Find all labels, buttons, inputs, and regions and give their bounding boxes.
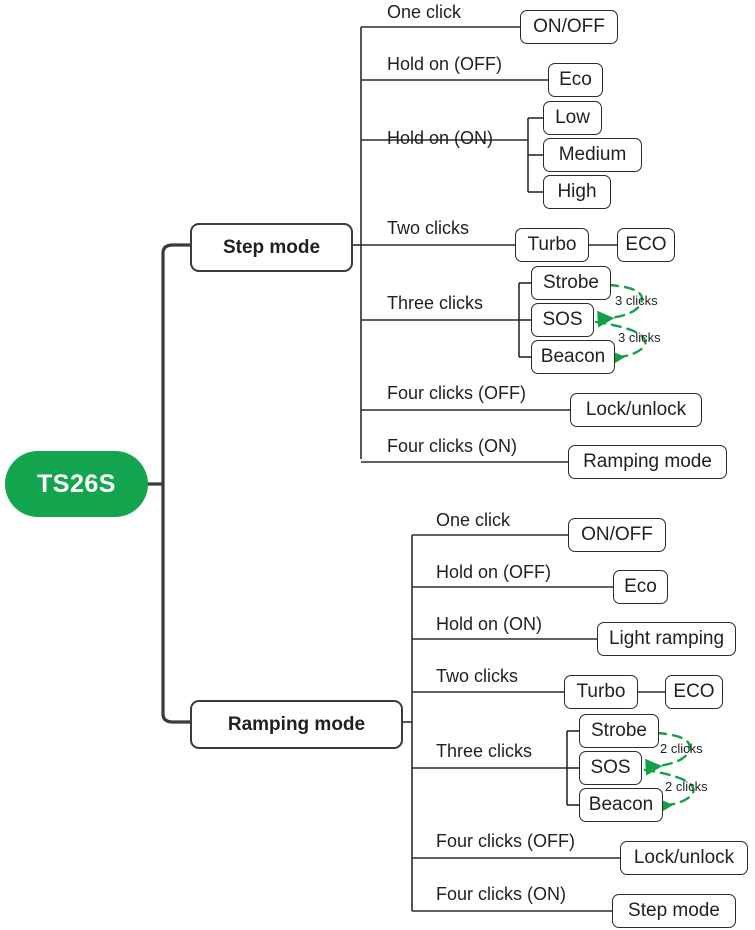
- step-leaf-turbo[interactable]: Turbo: [515, 228, 589, 262]
- branch-node-step-mode[interactable]: Step mode: [190, 223, 353, 272]
- step-action-four-off: Four clicks (OFF): [387, 383, 526, 403]
- ramping-action-hold-off: Hold on (OFF): [436, 562, 552, 582]
- step-leaf-high[interactable]: High: [543, 175, 611, 209]
- trunk-to-ramping: [161, 482, 192, 724]
- ramping-action-four-on: Four clicks (ON): [436, 884, 566, 904]
- ramping-leaf-beacon[interactable]: Beacon: [579, 788, 663, 822]
- step-action-two-clicks: Two clicks: [387, 218, 470, 238]
- step-action-three-clicks: Three clicks: [387, 293, 484, 313]
- step-action-hold-on: Hold on (ON): [387, 128, 494, 148]
- branch-node-ramping-mode[interactable]: Ramping mode: [190, 700, 403, 749]
- ramping-leaf-eco-caps[interactable]: ECO: [665, 675, 723, 709]
- ramping-leaf-step-mode[interactable]: Step mode: [612, 894, 736, 928]
- ramping-leaf-on-off[interactable]: ON/OFF: [568, 518, 666, 552]
- ramping-leaf-sos[interactable]: SOS: [579, 751, 642, 785]
- step-leaf-lock-unlock[interactable]: Lock/unlock: [570, 393, 702, 427]
- trunk-to-step: [161, 243, 192, 486]
- ramping-action-two-clicks: Two clicks: [436, 666, 519, 686]
- step-leaf-strobe[interactable]: Strobe: [531, 266, 611, 300]
- ramping-action-one-click: One click: [436, 510, 511, 530]
- branch-node-ramping-mode-label: Ramping mode: [227, 713, 366, 735]
- step-leaf-eco-caps[interactable]: ECO: [617, 228, 675, 262]
- root-node-label: TS26S: [37, 469, 116, 498]
- ramping-leaf-light-ramping[interactable]: Light ramping: [597, 622, 736, 656]
- step-leaf-ramping-mode[interactable]: Ramping mode: [568, 445, 727, 479]
- ramping-loop-caption-strobe-sos: 2 clicks: [660, 741, 703, 756]
- ramping-leaf-eco[interactable]: Eco: [613, 570, 668, 604]
- step-action-hold-off: Hold on (OFF): [387, 54, 503, 74]
- ramping-loop-caption-sos-beacon: 2 clicks: [665, 779, 708, 794]
- ramping-action-three-clicks: Three clicks: [436, 741, 533, 761]
- step-leaf-low[interactable]: Low: [543, 101, 602, 135]
- step-leaf-beacon[interactable]: Beacon: [531, 340, 615, 374]
- step-leaf-eco[interactable]: Eco: [548, 63, 603, 97]
- ramping-action-hold-on: Hold on (ON): [436, 614, 543, 634]
- step-loop-caption-strobe-sos: 3 clicks: [615, 293, 658, 308]
- step-leaf-sos[interactable]: SOS: [531, 303, 594, 337]
- root-node-ts26s[interactable]: TS26S: [5, 451, 148, 517]
- branch-node-step-mode-label: Step mode: [222, 236, 321, 258]
- step-action-one-click: One click: [387, 2, 462, 22]
- ramping-leaf-lock-unlock[interactable]: Lock/unlock: [620, 841, 748, 875]
- step-action-four-on: Four clicks (ON): [387, 436, 517, 456]
- step-leaf-medium[interactable]: Medium: [543, 138, 642, 172]
- ramping-action-four-off: Four clicks (OFF): [436, 831, 575, 851]
- ramping-leaf-turbo[interactable]: Turbo: [564, 675, 638, 709]
- ramping-leaf-strobe[interactable]: Strobe: [579, 714, 659, 748]
- step-loop-caption-sos-beacon: 3 clicks: [618, 330, 661, 345]
- step-leaf-on-off[interactable]: ON/OFF: [520, 10, 618, 44]
